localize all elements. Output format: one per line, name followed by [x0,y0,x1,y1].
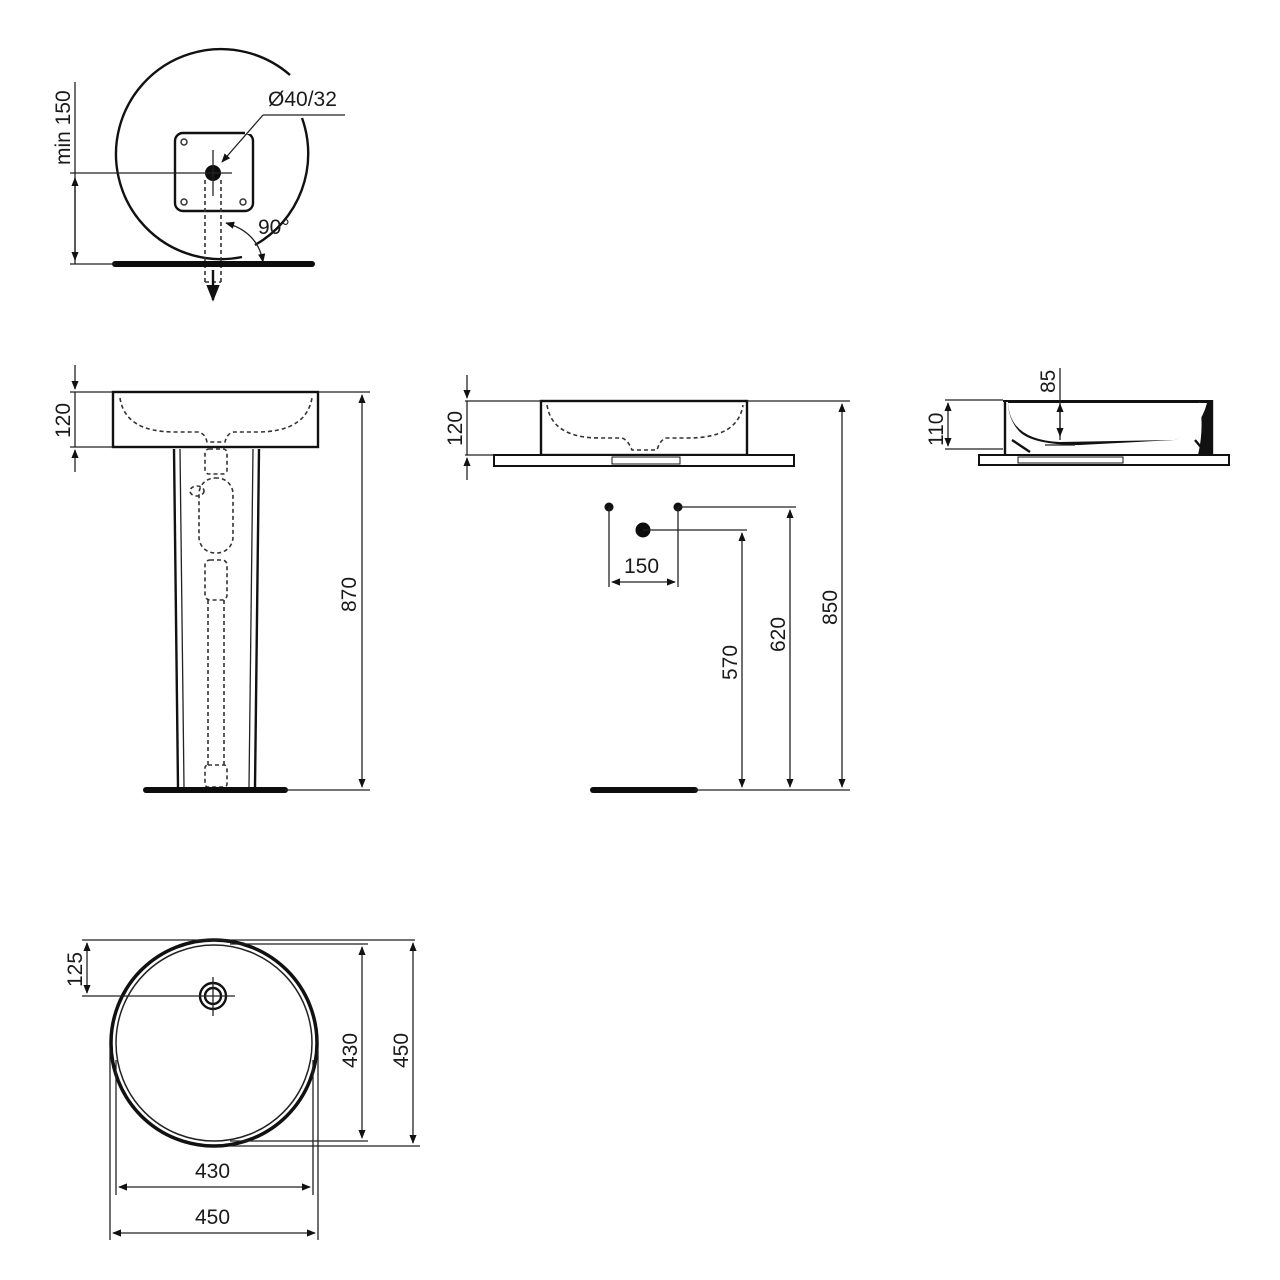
detail-view: min 150 Ø40/32 90° [52,47,345,302]
min-clearance-label: min 150 [52,90,75,165]
waste-diameter-label: Ø40/32 [268,88,337,111]
bowl-depth-label: 85 [1037,370,1060,393]
front-worktop-view: 120 150 570 620 850 [444,375,850,793]
rim-height-label: 850 [819,590,842,625]
supply-height-label: 620 [767,617,790,652]
basin-height-label: 120 [52,403,75,438]
basin-outer-rim [109,938,319,1148]
inner-width-label: 430 [195,1160,230,1183]
front-pedestal-view: 120 870 [52,365,370,793]
tap-hole-offset-label: 125 [64,952,87,987]
tap-spacing-label: 150 [624,555,659,578]
total-height-label: 870 [338,577,361,612]
outer-depth-label: 450 [390,1033,413,1068]
basin-height-label: 120 [444,411,467,446]
basin-outline [111,390,320,449]
basin-outline [539,399,749,457]
waste-plate [173,131,255,213]
rotation-arc [114,47,291,261]
plan-view: 125 430 450 430 450 [64,938,420,1240]
basin-height-label: 110 [925,413,948,446]
basin-inner-rim [115,944,313,1142]
side-section-view: 85 110 [925,368,1230,466]
waste-height-label: 570 [719,645,742,680]
angle-label: 90° [258,216,290,239]
inner-depth-label: 430 [339,1033,362,1068]
outer-width-label: 450 [195,1206,230,1229]
